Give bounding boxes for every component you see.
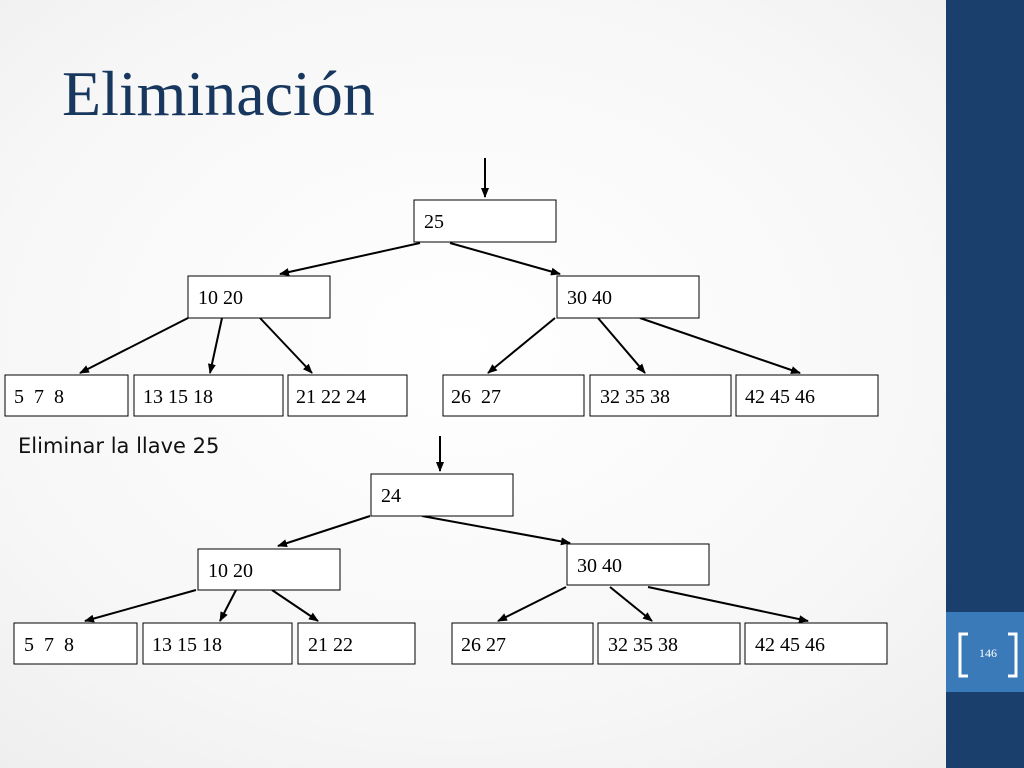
tree-node-leaf: 32 35 38 xyxy=(589,374,732,417)
tree-node-root: 24 xyxy=(370,473,514,517)
node-keys: 24 xyxy=(381,485,401,507)
tree-node-leaf: 13 15 18 xyxy=(142,622,293,665)
edge xyxy=(277,515,371,548)
node-keys: 32 35 38 xyxy=(600,386,670,408)
edge xyxy=(208,317,223,374)
edge xyxy=(487,317,556,374)
node-keys: 21 22 24 xyxy=(296,386,366,408)
edge xyxy=(79,317,189,374)
node-keys: 26 27 xyxy=(461,634,506,656)
slide-footer: MC Beatriz Beltrán Martínez FCC-BUAP Pri… xyxy=(972,130,987,520)
edge xyxy=(421,515,571,546)
edge xyxy=(84,589,197,623)
tree-node-internal: 10 20 xyxy=(187,275,331,319)
tree-node-leaf: 42 45 46 xyxy=(744,622,888,665)
tree-node-leaf: 13 15 18 xyxy=(133,374,284,417)
node-keys: 13 15 18 xyxy=(152,634,222,656)
edge xyxy=(271,589,319,622)
page-number: 146 xyxy=(979,646,997,660)
tree-node-internal: 10 20 xyxy=(197,548,341,591)
node-keys: 42 45 46 xyxy=(745,386,815,408)
tree-node-leaf: 5 7 8 xyxy=(13,622,138,665)
node-keys: 25 xyxy=(424,211,444,233)
tree-before: 25 10 20 30 40 5 7 8 13 15 18 21 22 24 xyxy=(4,158,879,417)
tree-node-root: 25 xyxy=(413,199,557,243)
footer-org: FCC-BUAP xyxy=(972,281,986,341)
edge xyxy=(259,317,313,374)
node-keys: 30 40 xyxy=(567,287,612,309)
node-keys: 21 22 xyxy=(308,634,353,656)
node-keys: 26 27 xyxy=(451,386,501,408)
edge xyxy=(639,317,801,374)
node-keys: 5 7 8 xyxy=(14,386,64,408)
tree-node-leaf: 5 7 8 xyxy=(4,374,129,417)
tree-node-leaf: 21 22 24 xyxy=(287,374,408,417)
tree-node-leaf: 26 27 xyxy=(442,374,585,417)
slide-title: Eliminación xyxy=(62,58,375,129)
node-keys: 32 35 38 xyxy=(608,634,678,656)
btree-diagram: 25 10 20 30 40 5 7 8 13 15 18 21 22 24 xyxy=(4,158,888,665)
node-keys: 42 45 46 xyxy=(755,634,825,656)
tree-node-leaf: 32 35 38 xyxy=(597,622,741,665)
edge xyxy=(497,586,567,622)
edge xyxy=(609,586,653,622)
edge xyxy=(449,242,561,276)
tree-node-leaf: 21 22 xyxy=(297,622,416,665)
slide-subtitle: Eliminar la llave 25 xyxy=(18,434,220,458)
tree-after: 24 10 20 30 40 5 7 8 13 15 18 21 22 xyxy=(13,436,888,665)
edge xyxy=(279,242,421,276)
edge xyxy=(597,317,646,374)
tree-node-internal: 30 40 xyxy=(566,543,710,586)
tree-node-internal: 30 40 xyxy=(556,275,700,319)
node-keys: 13 15 18 xyxy=(143,386,213,408)
bracket-icon xyxy=(958,632,1018,678)
footer-term: Primavera 2018 xyxy=(972,166,986,243)
tree-node-leaf: 26 27 xyxy=(451,622,594,665)
node-keys: 10 20 xyxy=(198,287,243,309)
tree-node-leaf: 42 45 46 xyxy=(735,374,879,417)
edge xyxy=(219,589,237,622)
edge xyxy=(647,586,809,624)
footer-author: MC Beatriz Beltrán Martínez xyxy=(972,379,986,520)
node-keys: 10 20 xyxy=(208,560,253,582)
node-keys: 30 40 xyxy=(577,555,622,577)
node-keys: 5 7 8 xyxy=(24,634,74,656)
